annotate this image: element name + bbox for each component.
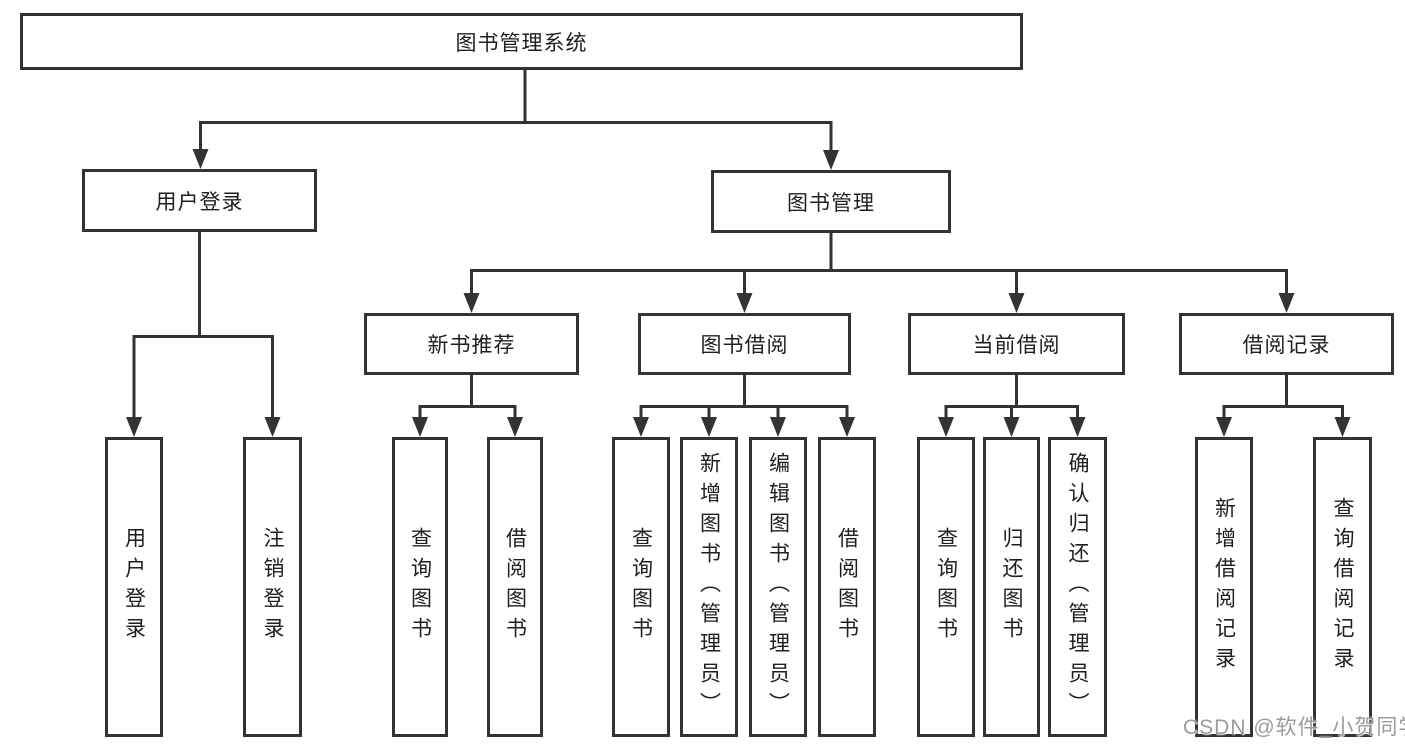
leaf-label: 归还图书 xyxy=(1000,527,1023,647)
leaf-label: 新增图书（管理员） xyxy=(697,452,721,722)
leaf-label: 编辑图书（管理员） xyxy=(766,452,790,722)
leaf-label: 查询图书 xyxy=(934,527,958,647)
leaf-borrow-books-recommend: 借阅图书 xyxy=(487,437,543,737)
leaf-return-books: 归还图书 xyxy=(983,437,1040,737)
node-label: 图书管理系统 xyxy=(455,31,588,55)
node-label: 借阅记录 xyxy=(1242,334,1331,357)
leaf-query-books-recommend: 查询图书 xyxy=(392,437,448,737)
node-label: 新书推荐 xyxy=(427,334,516,357)
leaf-add-borrow-record: 新增借阅记录 xyxy=(1195,437,1253,737)
node-label: 用户登录 xyxy=(155,190,244,214)
leaf-label: 确认归还（管理员） xyxy=(1066,452,1089,722)
node-label: 当前借阅 xyxy=(972,334,1061,357)
node-label: 图书管理 xyxy=(787,191,875,215)
leaf-user-login: 用户登录 xyxy=(105,437,163,737)
leaf-logout: 注销登录 xyxy=(243,437,302,737)
leaf-label: 借阅图书 xyxy=(835,527,859,647)
node-label: 图书借阅 xyxy=(700,334,789,357)
leaf-confirm-return-admin: 确认归还（管理员） xyxy=(1048,437,1107,737)
leaf-label: 借阅图书 xyxy=(503,527,527,647)
node-current-borrowing: 当前借阅 xyxy=(908,313,1125,375)
leaf-label: 用户登录 xyxy=(122,527,146,647)
leaf-label: 查询图书 xyxy=(629,527,653,647)
node-book-management-system: 图书管理系统 xyxy=(20,13,1023,70)
leaf-label: 查询图书 xyxy=(408,527,432,647)
arrowheads xyxy=(126,149,1351,437)
leaf-borrow-books-borrowing: 借阅图书 xyxy=(818,437,876,737)
leaf-add-books-admin: 新增图书（管理员） xyxy=(680,437,738,737)
leaf-label: 注销登录 xyxy=(261,527,284,647)
csdn-watermark: CSDN @软件_小贺同学 xyxy=(1183,716,1405,739)
leaf-edit-books-admin: 编辑图书（管理员） xyxy=(749,437,807,737)
leaf-query-books-current: 查询图书 xyxy=(917,437,975,737)
edge-lines xyxy=(132,70,1344,421)
node-new-book-recommend: 新书推荐 xyxy=(364,313,579,375)
leaf-query-books-borrowing: 查询图书 xyxy=(612,437,670,737)
leaf-query-borrow-record: 查询借阅记录 xyxy=(1313,437,1372,737)
leaf-label: 查询借阅记录 xyxy=(1331,497,1354,677)
node-book-borrowing: 图书借阅 xyxy=(638,313,851,375)
node-borrowing-records: 借阅记录 xyxy=(1179,313,1394,375)
node-user-login: 用户登录 xyxy=(82,169,317,232)
leaf-label: 新增借阅记录 xyxy=(1212,497,1236,677)
node-book-management: 图书管理 xyxy=(711,170,951,233)
